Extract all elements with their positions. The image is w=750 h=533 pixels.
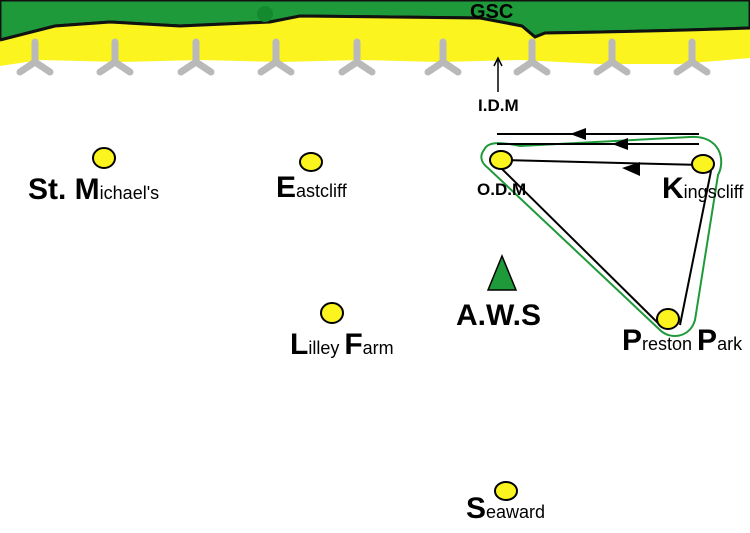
label-st-michaels-initial: M — [74, 173, 100, 206]
station-lilley-farm — [320, 302, 344, 324]
tree-icon — [177, 38, 215, 76]
tree-icon — [96, 38, 134, 76]
tree-icon — [257, 38, 295, 76]
label-preston-initial: P — [622, 324, 643, 357]
label-kingscliff-rest: ingscliff — [683, 182, 744, 202]
station-preston-park — [656, 308, 680, 330]
label-st-michaels-prefix: St. — [28, 173, 75, 206]
route-arrowheads — [570, 128, 640, 176]
label-seaward-initial: S — [466, 492, 487, 525]
stations — [92, 147, 715, 501]
station-kingscliff — [691, 154, 715, 174]
label-park-initial: P — [697, 324, 718, 357]
label-farm-initial: F — [344, 328, 363, 361]
label-preston-rest: reston — [642, 334, 698, 354]
label-park-rest: ark — [717, 334, 743, 354]
label-seaward-rest: eaward — [486, 502, 546, 522]
grass-dot — [257, 6, 273, 22]
tree-icon — [338, 38, 376, 76]
station-odm — [489, 150, 513, 170]
label-lilley-farm: Lilley Farm — [290, 330, 394, 360]
label-kingscliff-initial: K — [662, 172, 684, 205]
route-lines — [497, 133, 712, 328]
label-preston-park: Preston Park — [622, 326, 742, 356]
label-aws: A.W.S — [456, 299, 542, 332]
aws-triangle-icon — [486, 254, 518, 291]
station-eastcliff — [299, 152, 323, 172]
label-lilley-rest: illey — [308, 338, 345, 358]
station-seaward — [494, 481, 518, 501]
label-seaward: Seaward — [466, 494, 545, 524]
label-farm-rest: arm — [362, 338, 394, 358]
tree-icon — [424, 38, 462, 76]
tree-icon — [513, 38, 551, 76]
label-st-michaels: St. Michael's — [28, 175, 159, 205]
sand-band — [0, 16, 750, 66]
label-kingscliff: Kingscliff — [662, 174, 743, 204]
label-st-michaels-rest: ichael's — [99, 183, 160, 203]
label-lilley-initial: L — [290, 328, 309, 361]
tree-row — [16, 38, 711, 76]
tree-icon — [673, 38, 711, 76]
label-eastcliff: Eastcliff — [276, 173, 347, 203]
label-odm: O.D.M — [477, 180, 527, 199]
tree-icon — [593, 38, 631, 76]
idm-up-arrow — [493, 56, 503, 92]
header-label-gsc: GSC — [470, 1, 514, 23]
label-eastcliff-initial: E — [276, 171, 297, 204]
label-idm: I.D.M — [478, 96, 519, 115]
label-eastcliff-rest: astcliff — [296, 181, 347, 201]
grass-edge-line — [0, 14, 750, 42]
station-st-michaels — [92, 147, 116, 169]
tree-icon — [16, 38, 54, 76]
